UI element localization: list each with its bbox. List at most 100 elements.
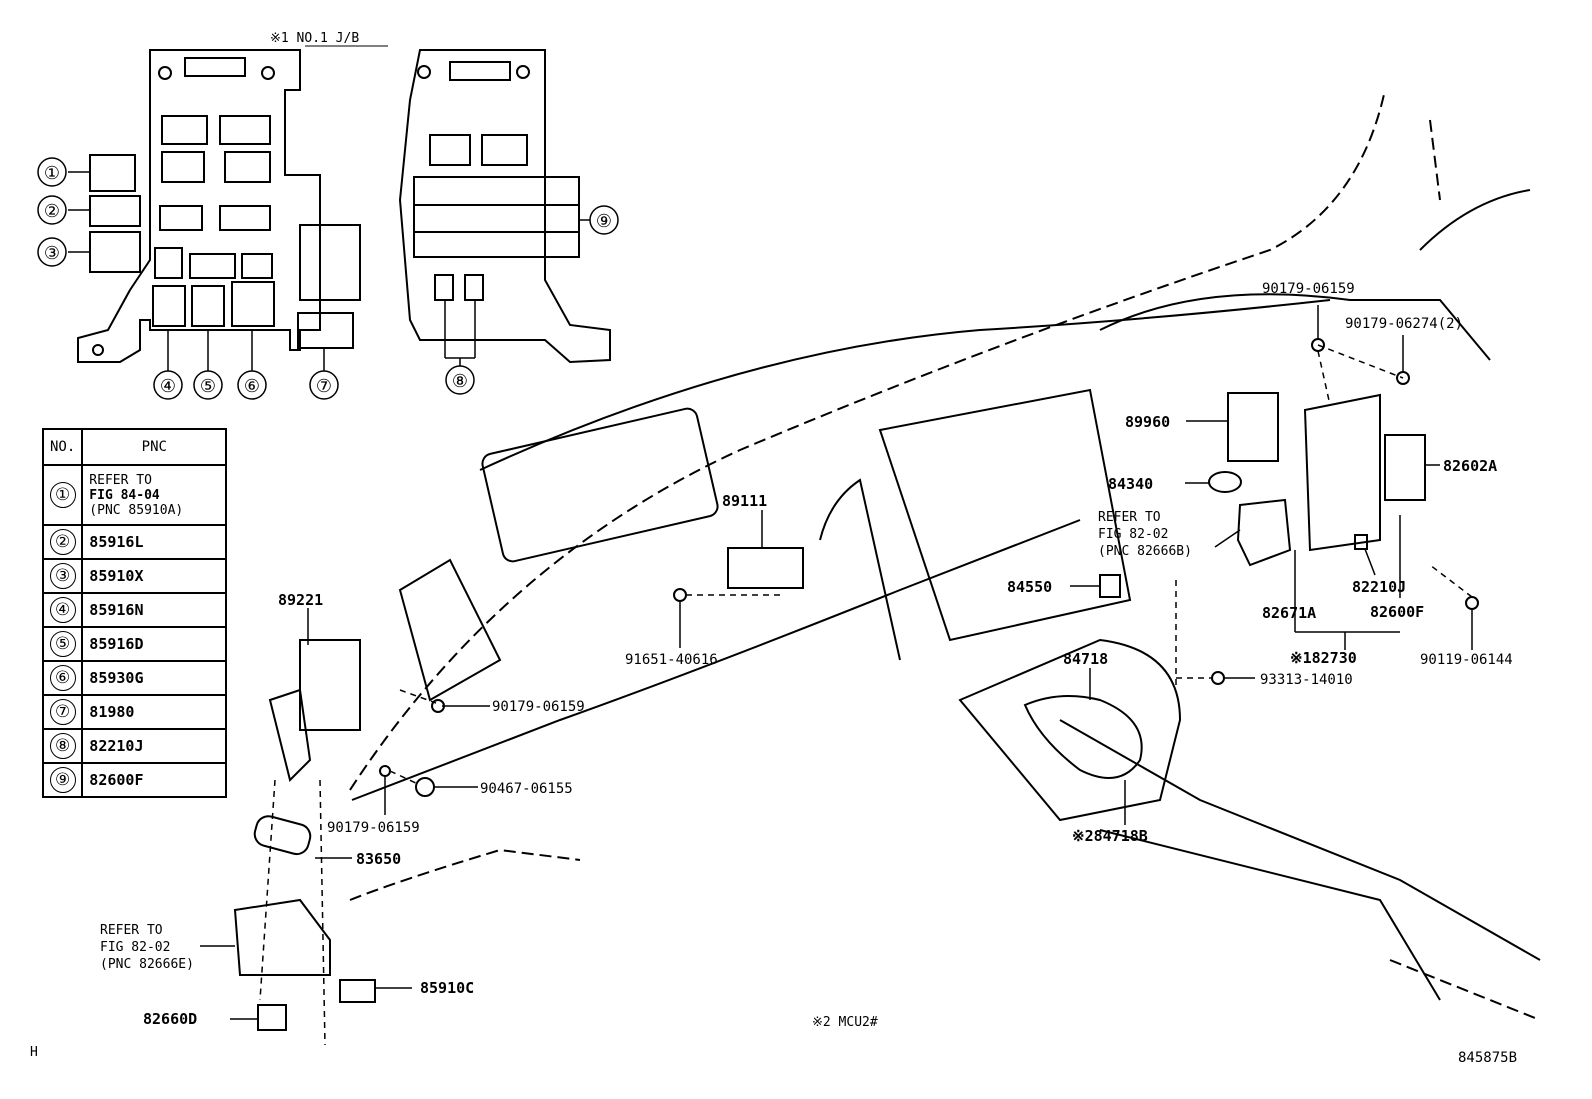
label-84340: 84340 [1108,475,1153,493]
header-pnc: PNC [81,428,228,466]
refer-right-1: REFER TO [1098,510,1161,525]
assembly-lines [259,344,1473,1046]
callout-7: ⑦ [316,376,332,396]
figure-id: 845875B [1458,1050,1517,1066]
table-row: ③ 85910X [41,558,228,594]
label-90467-06155: 90467-06155 [480,781,573,797]
row-no: ⑥ [49,665,76,691]
row-pnc: 85916L [81,524,228,560]
sensor-84550 [1099,574,1121,598]
label-89111: 89111 [722,492,767,510]
table-row: ④ 85916N [41,592,228,628]
switch-84340 [1208,471,1242,493]
callout-3: ③ [44,243,60,263]
table-row: ⑧ 82210J [41,728,228,764]
screw-91651 [673,588,687,602]
refer-left-2: FIG 82-02 [100,940,170,955]
label-90119-06144: 90119-06144 [1420,652,1513,668]
callout-9: ⑨ [596,211,612,231]
relay-block-82602a [1384,434,1426,501]
callout-5: ⑤ [200,376,216,396]
label-90179-06159-b: 90179-06159 [327,820,420,836]
table-row: ⑤ 85916D [41,626,228,662]
label-89221: 89221 [278,591,323,609]
junction-block-rear [398,49,611,364]
label-82660D: 82660D [143,1010,197,1028]
footnote: ※2 MCU2# [812,1015,878,1030]
clip-93313 [1211,671,1225,685]
label-82600F: 82600F [1370,603,1424,621]
row-no: ⑦ [49,699,76,725]
corner-mark: H [30,1045,38,1060]
label-83650: 83650 [356,850,401,868]
ecu-bracket [268,688,312,782]
dashboard-outline [349,89,1541,1021]
label-90179-06159-a: 90179-06159 [492,699,585,715]
sensor-83650 [253,815,312,856]
pnc-table: NO. PNC ① REFER TO FIG 84-04 (PNC 85910A… [41,428,228,798]
row-pnc: 85916N [81,592,228,628]
row-pnc: 82600F [81,762,228,798]
label-90179-06159-c: 90179-06159 [1262,281,1355,297]
relay-82210j [1354,534,1368,550]
row-pnc: 82210J [81,728,228,764]
label-182730: ※182730 [1290,649,1357,667]
table-header-row: NO. PNC [41,428,228,466]
callout-1: ① [44,163,60,183]
bolt-90119 [1465,596,1479,610]
callout-4: ④ [160,376,176,396]
ecu-89221 [299,639,361,731]
table-row: ⑨ 82600F [41,762,228,798]
label-82671A: 82671A [1262,604,1316,622]
refer-right-3: (PNC 82666B) [1098,544,1192,559]
row-no: ① [49,482,76,508]
module-89960 [1227,392,1279,462]
row-no: ③ [49,563,76,589]
wire-harness-84718 [1023,695,1143,779]
row-pnc: 85930G [81,660,228,696]
row-no: ⑨ [49,767,76,793]
refer-left-1: REFER TO [100,923,163,938]
jb-title: ※1 NO.1 J/B [270,31,359,46]
refer-line-1: REFER TO [89,472,152,488]
row-no: ④ [49,597,76,623]
label-84550: 84550 [1007,578,1052,596]
clip-82660d [257,1004,287,1031]
row-no: ② [49,529,76,555]
label-82602A: 82602A [1443,457,1497,475]
label-89960: 89960 [1125,413,1170,431]
module-82666e [233,898,331,976]
clip-90467 [415,777,435,797]
callout-6: ⑥ [244,376,260,396]
junction-block-front [77,49,361,363]
refer-right-2: FIG 82-02 [1098,527,1168,542]
callout-8: ⑧ [452,371,468,391]
module-89111 [727,547,804,589]
row-pnc: REFER TO FIG 84-04 (PNC 85910A) [81,464,228,526]
table-row: ⑦ 81980 [41,694,228,730]
label-90179-06274: 90179-06274(2) [1345,316,1463,332]
nut-90179-d [379,765,391,777]
row-pnc: 81980 [81,694,228,730]
junction-block-assy [1303,393,1381,552]
jb-callouts: ① ② ③ ④ ⑤ ⑥ ⑦ ⑧ ⑨ [37,157,619,400]
label-84718B: ※284718B [1072,827,1148,845]
refer-line-3: (PNC 85910A) [89,502,184,518]
refer-line-2: FIG 84-04 [89,487,160,503]
table-row: ① REFER TO FIG 84-04 (PNC 85910A) [41,464,228,526]
row-pnc: 85910X [81,558,228,594]
row-no: ⑧ [49,733,76,759]
refer-left-3: (PNC 82666E) [100,957,194,972]
header-no: NO. [41,428,84,466]
module-82666b [1236,498,1292,567]
table-row: ② 85916L [41,524,228,560]
row-no: ⑤ [49,631,76,657]
label-93313-14010: 93313-14010 [1260,672,1353,688]
label-85910C: 85910C [420,979,474,997]
row-pnc: 85916D [81,626,228,662]
table-row: ⑥ 85930G [41,660,228,696]
relay-85910c [339,979,376,1003]
label-91651-40616: 91651-40616 [625,652,718,668]
callout-2: ② [44,201,60,221]
